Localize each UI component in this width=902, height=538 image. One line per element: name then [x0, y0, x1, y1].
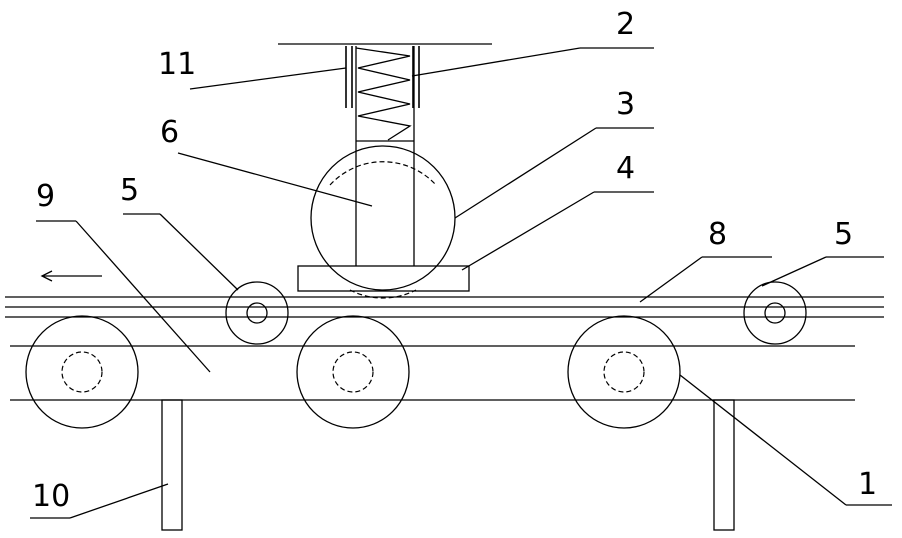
guide-wheel-right — [743, 281, 807, 345]
label-11: 11 — [158, 47, 196, 82]
compression-spring — [355, 47, 412, 141]
conveyor-roller-2 — [296, 315, 410, 429]
label-2: 2 — [616, 7, 635, 42]
label-3: 3 — [616, 87, 635, 122]
label-4: 4 — [616, 151, 635, 186]
press-roll — [310, 145, 456, 299]
label-6: 6 — [160, 115, 179, 150]
direction-arrow-icon — [40, 270, 102, 282]
label-1: 1 — [858, 467, 877, 502]
reference-labels: 11 2 6 3 4 5 9 8 5 10 1 — [32, 7, 877, 514]
guide-wheel-left — [225, 281, 289, 345]
conveyor-roller-3 — [567, 315, 681, 429]
pressing-plate — [297, 265, 470, 292]
label-9: 9 — [36, 179, 55, 214]
conveyor-frame — [10, 345, 855, 401]
leader-lines — [30, 47, 892, 519]
support-leg-right — [713, 399, 735, 531]
press-column — [355, 46, 415, 266]
conveyor-roller-1 — [25, 315, 139, 429]
label-10: 10 — [32, 479, 70, 514]
label-5-left: 5 — [120, 173, 139, 208]
upper-rail — [5, 296, 884, 318]
support-leg-left — [161, 399, 183, 531]
label-8: 8 — [708, 217, 727, 252]
spring-housing — [345, 46, 420, 108]
label-5-right: 5 — [834, 217, 853, 252]
